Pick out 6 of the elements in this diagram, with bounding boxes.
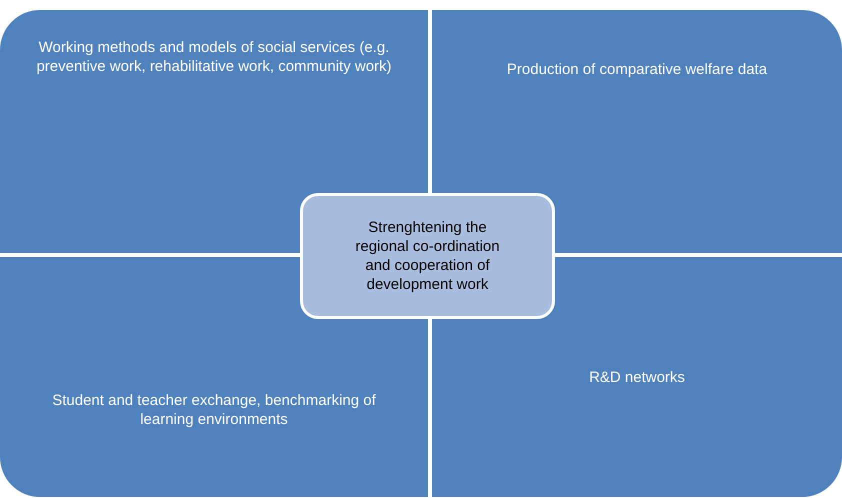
node-text: Student and teacher exchange, benchmarking of learning environments [51, 391, 377, 429]
node-text: Working methods and models of social services (e.g. preventive work, rehabilitative work, community work) [35, 38, 393, 76]
center-box [300, 193, 555, 319]
node-text: Production of comparative welfare data [506, 60, 768, 79]
node-text: R&D networks [589, 368, 685, 386]
node-text: Strenghtening the regional co-ordination and cooperation of development work [354, 218, 501, 294]
